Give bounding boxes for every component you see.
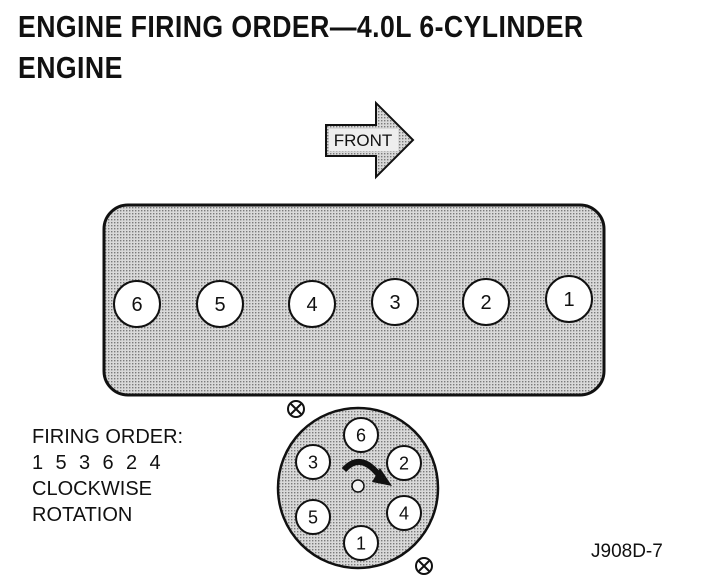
terminal-6: 6	[343, 417, 379, 453]
terminal-4: 4	[386, 495, 422, 531]
title-line-1: ENGINE FIRING ORDER—4.0L 6-CYLINDER	[18, 9, 584, 44]
firing-sequence-item: 5	[55, 452, 67, 474]
terminal-4-circle	[386, 495, 422, 531]
terminal-1-circle	[343, 525, 379, 561]
distributor-cap: 6 2 4 1 5 3	[276, 400, 440, 575]
rotor-center	[351, 479, 365, 493]
cylinder-5: 5	[196, 280, 244, 328]
terminal-3: 3	[295, 444, 331, 480]
terminal-group: 6 2 4 1 5 3	[295, 417, 422, 561]
cylinder-3-circle	[371, 278, 419, 326]
cylinder-6-circle	[113, 280, 161, 328]
cylinder-4-label: 4	[306, 294, 317, 316]
cylinder-6-label: 6	[131, 294, 142, 316]
terminal-2-circle	[386, 445, 422, 481]
cylinder-group: 6 5 4 3 2 1	[113, 275, 593, 328]
cylinder-2-circle	[462, 278, 510, 326]
rotation-arrow	[341, 459, 392, 486]
terminal-1-label: 1	[356, 533, 366, 553]
cylinder-3: 3	[371, 278, 419, 326]
front-arrow: FRONT	[325, 100, 415, 180]
cylinder-4: 4	[288, 280, 336, 328]
engine-block: 6 5 4 3 2 1	[102, 203, 606, 397]
terminal-5: 5	[295, 499, 331, 535]
title-line-2: ENGINE	[18, 50, 123, 85]
cylinder-5-label: 5	[214, 294, 225, 316]
cylinder-6: 6	[113, 280, 161, 328]
mount-screw-top	[287, 400, 305, 418]
diagram-title: ENGINE FIRING ORDER—4.0L 6-CYLINDER ENGI…	[18, 6, 584, 88]
firing-sequence-item: 6	[102, 452, 114, 474]
terminal-5-circle	[295, 499, 331, 535]
mount-screw-bottom	[415, 557, 433, 575]
cylinder-5-circle	[196, 280, 244, 328]
terminal-6-label: 6	[356, 425, 366, 445]
firing-sequence-item: 4	[149, 452, 161, 474]
cylinder-3-label: 3	[389, 292, 400, 314]
firing-sequence-item: 1	[32, 452, 44, 474]
firing-sequence-item: 2	[126, 452, 138, 474]
cylinder-1-circle	[545, 275, 593, 323]
cylinder-2: 2	[462, 278, 510, 326]
terminal-5-label: 5	[308, 507, 318, 527]
cylinder-1: 1	[545, 275, 593, 323]
firing-order-heading: FIRING ORDER:	[32, 426, 184, 448]
rotation-direction-line2: ROTATION	[32, 504, 133, 526]
rotation-direction-line1: CLOCKWISE	[32, 478, 153, 500]
terminal-2-label: 2	[399, 453, 409, 473]
terminal-3-label: 3	[308, 452, 318, 472]
cylinder-4-circle	[288, 280, 336, 328]
terminal-4-label: 4	[399, 503, 409, 523]
terminal-1: 1	[343, 525, 379, 561]
terminal-6-circle	[343, 417, 379, 453]
terminal-2: 2	[386, 445, 422, 481]
firing-sequence-item: 3	[79, 452, 91, 474]
cylinder-2-label: 2	[480, 292, 491, 314]
front-label: FRONT	[334, 131, 393, 150]
cylinder-1-label: 1	[563, 289, 574, 311]
terminal-3-circle	[295, 444, 331, 480]
figure-code: J908D-7	[591, 541, 663, 562]
